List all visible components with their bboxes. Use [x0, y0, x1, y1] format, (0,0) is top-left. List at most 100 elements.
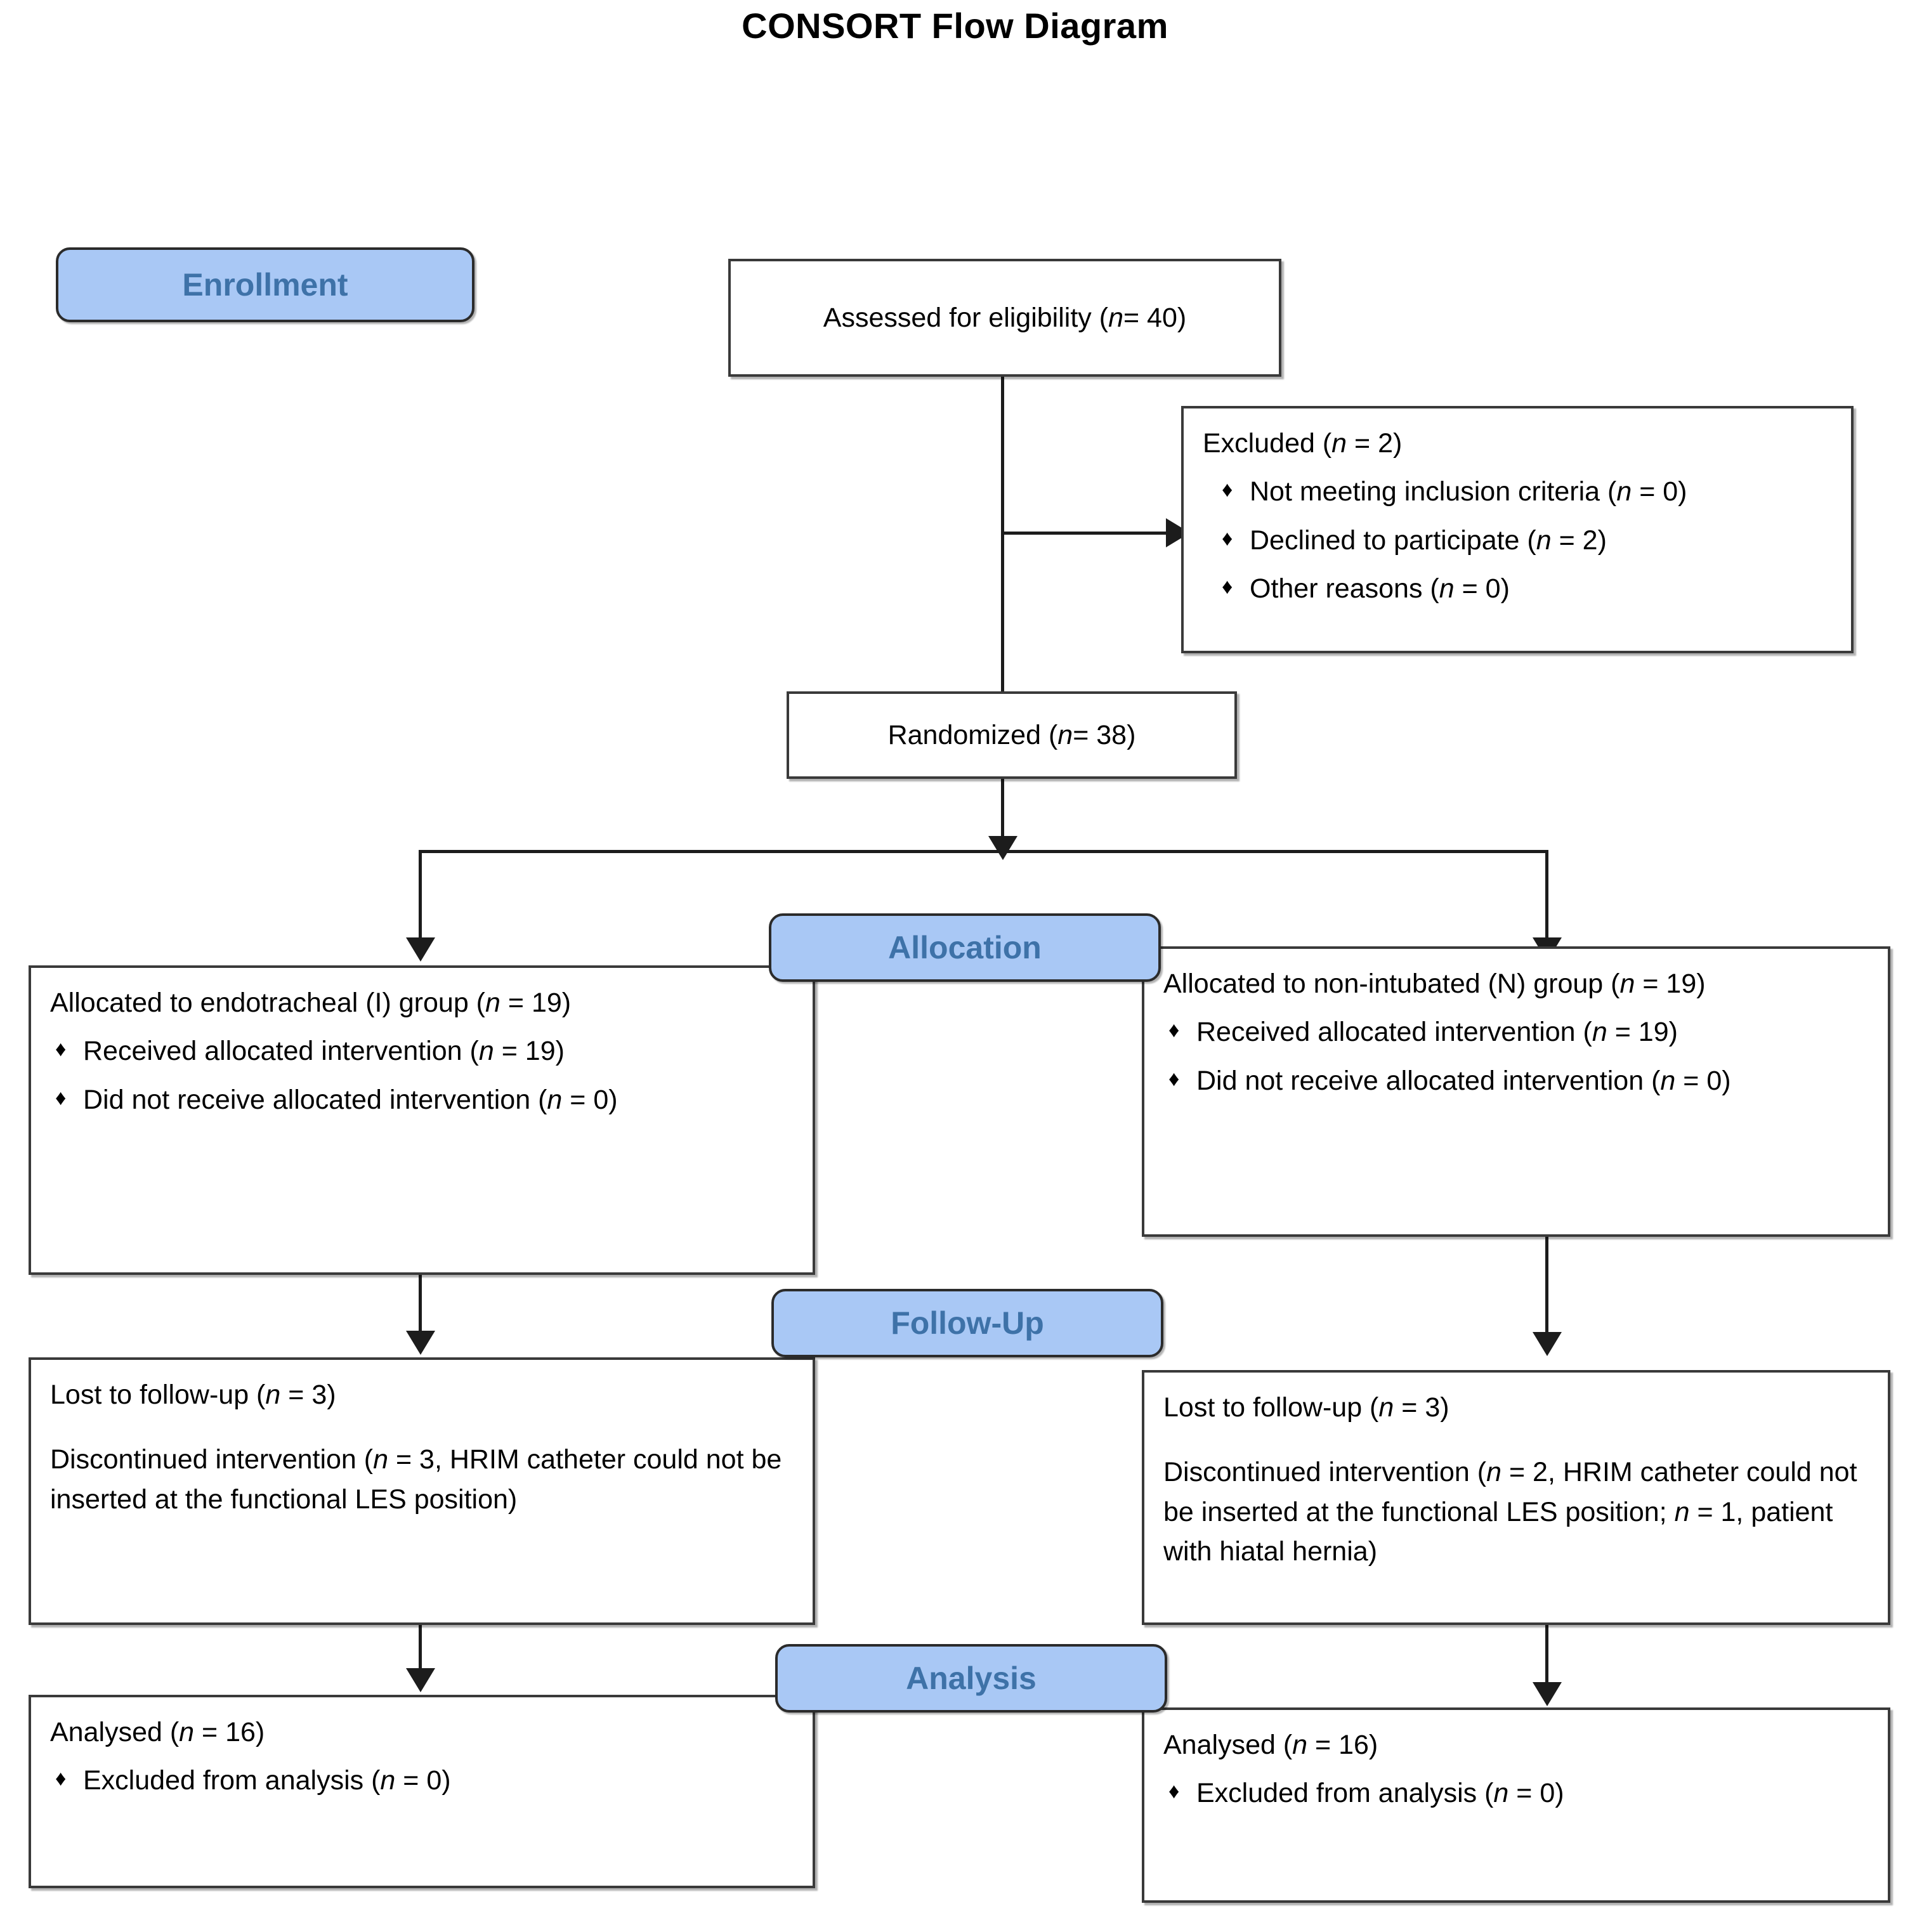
diamond-bullet-icon: ♦ — [1222, 575, 1233, 599]
followup-right-para-n2: n — [1674, 1496, 1690, 1527]
alloc-left-n-symbol: n — [485, 988, 500, 1018]
excluded-item-0-text: Not meeting inclusion criteria ( — [1250, 476, 1617, 507]
connector-allocleft-to-followupleft — [419, 1275, 422, 1345]
alloc-left-item-1-text: Did not receive allocated intervention ( — [83, 1084, 547, 1115]
diamond-bullet-icon: ♦ — [55, 1766, 67, 1791]
analysis-right-item-0-text: Excluded from analysis ( — [1196, 1778, 1494, 1809]
connector-split-left — [419, 850, 422, 945]
box-excluded-text: Excluded (n = 2) ♦ Not meeting inclusion… — [1184, 408, 1851, 623]
box-followup-right: Lost to follow-up (n = 3) Discontinued i… — [1142, 1370, 1890, 1625]
diamond-bullet-icon: ♦ — [1168, 1066, 1180, 1091]
connector-split-right — [1545, 850, 1548, 945]
box-excluded: Excluded (n = 2) ♦ Not meeting inclusion… — [1181, 406, 1854, 653]
analysis-right-lead: Analysed ( — [1163, 1730, 1293, 1760]
arrowhead-analysis-right — [1533, 1682, 1562, 1706]
alloc-left-list: ♦ Received allocated intervention (n = 1… — [50, 1031, 794, 1119]
alloc-left-item-1-n: n — [547, 1084, 563, 1115]
analysis-left-item-0-n: n — [380, 1765, 396, 1796]
stage-badge-followup: Follow-Up — [771, 1289, 1163, 1357]
randomized-lead: Randomized ( — [887, 719, 1058, 750]
followup-left-lead: Lost to follow-up ( — [50, 1380, 266, 1410]
box-allocation-right: Allocated to non-intubated (N) group (n … — [1142, 946, 1890, 1237]
box-followup-left: Lost to follow-up (n = 3) Discontinued i… — [29, 1357, 815, 1625]
box-analysis-right: Analysed (n = 16) ♦ Excluded from analys… — [1142, 1707, 1890, 1903]
alloc-right-item-1-n: n — [1660, 1065, 1676, 1096]
followup-right-para-n1: n — [1486, 1457, 1502, 1488]
connector-assessed-to-excluded — [1001, 532, 1166, 535]
box-assessed-text: Assessed for eligibility (n = 40) — [731, 261, 1279, 374]
list-item: ♦ Declined to participate (n = 2) — [1203, 521, 1832, 560]
excluded-item-1-text: Declined to participate ( — [1250, 525, 1536, 556]
alloc-left-lead: Allocated to endotracheal (I) group ( — [50, 988, 486, 1018]
assessed-tail: = 40) — [1123, 302, 1187, 333]
alloc-right-n-symbol: n — [1619, 969, 1635, 999]
followup-right-para-b: = 2, HRIM catheter could not be inserted… — [1163, 1457, 1857, 1527]
diamond-bullet-icon: ♦ — [1222, 526, 1233, 551]
analysis-left-item-0-text: Excluded from analysis ( — [83, 1765, 381, 1796]
excluded-tail: = 2) — [1347, 428, 1403, 459]
stage-badge-analysis-label: Analysis — [906, 1661, 1037, 1696]
box-randomized-text: Randomized (n = 38) — [789, 694, 1234, 776]
excluded-lead-line: Excluded (n = 2) — [1203, 424, 1832, 463]
alloc-left-lead-line: Allocated to endotracheal (I) group (n =… — [50, 983, 794, 1022]
list-item: ♦ Excluded from analysis (n = 0) — [1163, 1773, 1869, 1813]
box-allocation-right-text: Allocated to non-intubated (N) group (n … — [1144, 949, 1888, 1116]
arrowhead-analysis-left — [406, 1668, 435, 1692]
connector-allocright-to-followupright — [1545, 1237, 1548, 1345]
followup-right-para-a: Discontinued intervention ( — [1163, 1457, 1487, 1488]
excluded-reason-list: ♦ Not meeting inclusion criteria (n = 0)… — [1203, 472, 1832, 608]
analysis-right-n-symbol: n — [1292, 1730, 1308, 1760]
connector-followupleft-to-analysisleft — [419, 1625, 422, 1682]
assessed-n-symbol: n — [1108, 302, 1123, 333]
arrowhead-followup-left — [406, 1331, 435, 1355]
alloc-left-item-0-text: Received allocated intervention ( — [83, 1036, 479, 1067]
box-analysis-left-text: Analysed (n = 16) ♦ Excluded from analys… — [31, 1697, 813, 1816]
analysis-left-n-symbol: n — [179, 1717, 195, 1747]
analysis-left-item-0-tail: = 0) — [395, 1765, 451, 1796]
alloc-left-item-0-n: n — [478, 1036, 494, 1067]
followup-right-lead-line: Lost to follow-up (n = 3) — [1163, 1388, 1869, 1427]
analysis-right-item-0-n: n — [1493, 1778, 1509, 1809]
followup-left-para-n1: n — [373, 1444, 389, 1475]
alloc-right-tail: = 19) — [1635, 969, 1706, 999]
randomized-n-symbol: n — [1057, 719, 1073, 750]
followup-left-tail: = 3) — [280, 1380, 336, 1410]
assessed-lead: Assessed for eligibility ( — [823, 302, 1109, 333]
list-item: ♦ Not meeting inclusion criteria (n = 0) — [1203, 472, 1832, 511]
excluded-item-2-n: n — [1439, 573, 1455, 604]
list-item: ♦ Received allocated intervention (n = 1… — [1163, 1012, 1869, 1052]
alloc-right-lead: Allocated to non-intubated (N) group ( — [1163, 969, 1620, 999]
followup-left-discontinued: Discontinued intervention (n = 3, HRIM c… — [50, 1440, 794, 1519]
diamond-bullet-icon: ♦ — [55, 1085, 67, 1110]
connector-assessed-to-randomized — [1001, 377, 1004, 712]
followup-right-tail: = 3) — [1394, 1392, 1449, 1423]
excluded-item-0-tail: = 0) — [1632, 476, 1687, 507]
analysis-left-list: ♦ Excluded from analysis (n = 0) — [50, 1761, 794, 1800]
connector-followupright-to-analysisright — [1545, 1625, 1548, 1695]
followup-left-para-a: Discontinued intervention ( — [50, 1444, 374, 1475]
connector-split-bar — [419, 850, 1548, 853]
box-followup-left-text: Lost to follow-up (n = 3) Discontinued i… — [31, 1360, 813, 1534]
analysis-right-list: ♦ Excluded from analysis (n = 0) — [1163, 1773, 1869, 1813]
list-item: ♦ Did not receive allocated intervention… — [1163, 1061, 1869, 1100]
alloc-left-tail: = 19) — [500, 988, 572, 1018]
followup-left-para-b: = 3, HRIM catheter could not be inserted… — [50, 1444, 782, 1515]
randomized-tail: = 38) — [1073, 719, 1136, 750]
followup-left-lead-line: Lost to follow-up (n = 3) — [50, 1375, 794, 1414]
alloc-right-item-1-tail: = 0) — [1675, 1065, 1731, 1096]
alloc-right-item-0-tail: = 19) — [1607, 1017, 1678, 1048]
analysis-left-lead: Analysed ( — [50, 1717, 180, 1747]
alloc-right-list: ♦ Received allocated intervention (n = 1… — [1163, 1012, 1869, 1100]
followup-right-n-symbol: n — [1378, 1392, 1394, 1423]
alloc-left-item-0-tail: = 19) — [494, 1036, 565, 1067]
box-allocation-left: Allocated to endotracheal (I) group (n =… — [29, 965, 815, 1275]
excluded-item-1-n: n — [1536, 525, 1552, 556]
followup-right-discontinued: Discontinued intervention (n = 2, HRIM c… — [1163, 1452, 1869, 1571]
stage-badge-enrollment: Enrollment — [56, 247, 474, 322]
stage-badge-enrollment-label: Enrollment — [182, 267, 348, 303]
analysis-left-tail: = 16) — [194, 1717, 265, 1747]
analysis-right-lead-line: Analysed (n = 16) — [1163, 1725, 1869, 1765]
list-item: ♦ Excluded from analysis (n = 0) — [50, 1761, 794, 1800]
excluded-lead: Excluded ( — [1203, 428, 1332, 459]
